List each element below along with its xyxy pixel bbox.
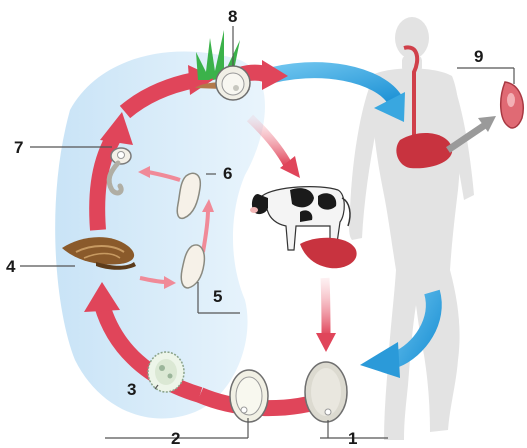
metacercaria-cyst-icon [216,66,250,100]
arrow-cow-to-egg-head [316,333,336,352]
arrow-cow-to-egg [325,278,326,335]
label-metacercaria: 8 [228,7,237,26]
label-cercaria: 7 [14,138,23,157]
label-snail: 4 [6,257,16,276]
label-miracidium: 3 [127,380,136,399]
blue-arrow-human-to-egg-head [360,342,400,378]
adult-fluke-icon [501,82,523,128]
label-egg-unembryonated: 1 [348,429,357,448]
egg-embryonated-icon [230,370,268,422]
cow-liver-icon [300,238,357,269]
label-egg-embryonated: 2 [171,429,180,448]
egg-unembryonated-icon [305,362,347,422]
label-sporocyst: 5 [213,287,222,306]
label-redia: 6 [223,164,232,183]
miracidium-icon [148,352,184,392]
label-adult-fluke: 9 [474,47,483,66]
